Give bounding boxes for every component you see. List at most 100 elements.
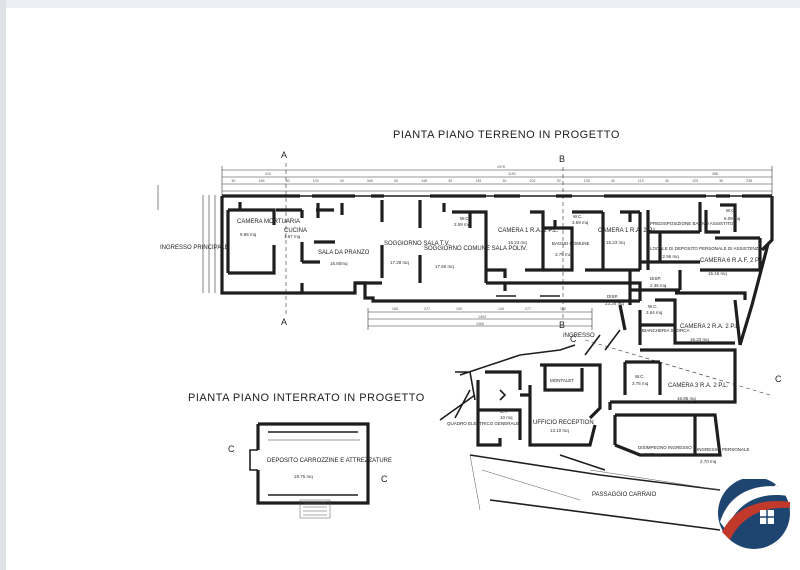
area-disp-2: 23.34 mq bbox=[605, 301, 624, 306]
dim-row3-19: 236 bbox=[746, 179, 752, 183]
room-ct: C.T. bbox=[500, 409, 508, 414]
label-ingresso-principale: INGRESSO PRINCIPALE bbox=[160, 245, 229, 251]
dim-row3-7: 148 bbox=[421, 179, 427, 183]
dim-bottom-1: 277 bbox=[424, 307, 430, 311]
room-soggiorno-comune: SOGGIORNO COMUNE SALA POLIV. bbox=[424, 246, 527, 252]
area-ct: 10 mq bbox=[500, 415, 513, 420]
dim-bottom-2: 100 bbox=[456, 307, 462, 311]
dim-row3-11: 102 bbox=[530, 179, 536, 183]
room-camera-3: CAMERA 3 R.A. 2 P.L. bbox=[668, 383, 729, 389]
room-ufficio: UFFICIO RECEPTION bbox=[533, 420, 594, 426]
dim-bottom-3: 140 bbox=[498, 307, 504, 311]
room-disimpegno: DISIMPEGNO INGRESSO bbox=[638, 445, 692, 450]
dim-bottom-4: 277 bbox=[525, 307, 531, 311]
dim-row3-4: 30 bbox=[340, 179, 344, 183]
area-camera-6: 15.16 mq bbox=[708, 271, 727, 276]
area-camera-2: 16.23 mq bbox=[690, 337, 709, 342]
area-camera-1a: 15.23 mq bbox=[508, 240, 527, 245]
bottom-dimension-lines bbox=[367, 308, 593, 330]
logo-swoosh-white bbox=[720, 486, 788, 530]
room-wc-3: W.C. bbox=[726, 208, 736, 213]
top-dimension-lines bbox=[221, 166, 773, 195]
room-deposito-carrozzine: DEPOSITO CARROZZINE E ATTREZZATURE bbox=[267, 458, 392, 464]
area-ingresso-personale: 2.70 mq bbox=[700, 459, 717, 464]
room-biancheria: BIANCHERIA SPORCA bbox=[642, 328, 690, 333]
room-dispensa: DISP. bbox=[650, 276, 661, 281]
dim-row3-12: 30 bbox=[557, 179, 561, 183]
dim-row3-17: 125 bbox=[692, 179, 698, 183]
house-logo-icon bbox=[718, 467, 790, 549]
dim-top-total: 1976 bbox=[497, 165, 505, 169]
room-ingresso-personale: INGRESSO PERSONALE bbox=[697, 447, 750, 452]
dim-row3-8: 30 bbox=[448, 179, 452, 183]
room-predisposizione: PREDISPOSIZIONE BAGNO ASSISTITO bbox=[650, 221, 734, 226]
left-border bbox=[0, 0, 6, 570]
room-montalet: MONTALET bbox=[550, 378, 574, 383]
area-camera-3: 16.85 mq bbox=[677, 396, 696, 401]
room-wc-5: W.C. bbox=[635, 374, 645, 379]
room-camera-1a: CAMERA 1 R.A. 2 P.L. bbox=[498, 228, 559, 234]
dim-row2-c: 358 bbox=[712, 172, 718, 176]
area-wc-2: 3.59 mq bbox=[572, 220, 589, 225]
area-disimpegno: 6.60 mq bbox=[645, 452, 662, 457]
section-marker-c-basement-left: C bbox=[228, 444, 235, 454]
area-bagno-comune: 3.75 mq bbox=[555, 252, 572, 257]
room-sala-pranzo: SALA DA PRANZO bbox=[318, 250, 370, 256]
dim-row3-14: 30 bbox=[611, 179, 615, 183]
room-cucina: CUCINA bbox=[284, 228, 307, 234]
room-camera-mortuaria: CAMERA MORTUARIA bbox=[237, 219, 300, 225]
room-bagno-comune: BAGNO COMUNE bbox=[552, 241, 590, 246]
room-passaggio-carraio: PASSAGGIO CARRAIO bbox=[592, 492, 657, 498]
section-marker-a-bottom: A bbox=[281, 317, 287, 327]
dim-bottom-5: 100 bbox=[560, 307, 566, 311]
area-ufficio: 13.10 mq bbox=[550, 428, 569, 433]
area-wc-3: 6.09 mq bbox=[724, 216, 741, 221]
room-camera-1b: CAMERA 1 R.A. 2 P.L. bbox=[598, 228, 659, 234]
area-wc-1: 3.59 mq bbox=[454, 222, 471, 227]
section-marker-c-right: C bbox=[775, 374, 782, 384]
dim-row2-b: 1192 bbox=[508, 172, 516, 176]
dim-row3-9: 135 bbox=[475, 179, 481, 183]
ground-floor-walls bbox=[220, 194, 642, 303]
logo-swoosh-red bbox=[722, 500, 790, 540]
dim-bottom-total-2: 1465 bbox=[476, 322, 484, 326]
area-soggiorno-tv: 17.28 mq bbox=[390, 260, 409, 265]
reception-wing-walls bbox=[439, 344, 722, 531]
room-wc-2: W.C. bbox=[573, 214, 583, 219]
dim-row3-10: 30 bbox=[502, 179, 506, 183]
right-wing-walls bbox=[584, 194, 774, 410]
area-deposito-carrozzine: 19.75 mq bbox=[294, 474, 313, 479]
section-marker-b-top: B bbox=[559, 154, 565, 164]
section-marker-c-mid: C bbox=[570, 334, 577, 344]
ramp-hatching bbox=[469, 454, 721, 511]
label-ingresso: INGRESSO bbox=[563, 333, 595, 339]
room-wc-4: W.C. bbox=[648, 304, 658, 309]
area-cucina: 1.67 mq bbox=[284, 234, 301, 239]
top-border bbox=[0, 0, 800, 8]
dim-row3-0: 30 bbox=[231, 179, 235, 183]
dim-bottom-0: 165 bbox=[392, 307, 398, 311]
dim-bottom-total: 1403 bbox=[478, 315, 486, 319]
dim-row2-a: 413 bbox=[265, 172, 271, 176]
room-camera-2: CAMERA 2 R.A. 2 P.L. bbox=[680, 324, 741, 330]
area-wc-5: 3.75 mq bbox=[632, 381, 649, 386]
basement-title: PIANTA PIANO INTERRATO IN PROGETTO bbox=[188, 392, 425, 404]
area-camera-1b: 15.23 mq bbox=[606, 240, 625, 245]
dim-row3-16: 30 bbox=[665, 179, 669, 183]
basement-walls bbox=[249, 422, 370, 519]
logo-roof bbox=[738, 467, 782, 495]
section-marker-c-basement-right: C bbox=[381, 474, 388, 484]
ground-floor-title: PIANTA PIANO TERRENO IN PROGETTO bbox=[393, 129, 620, 141]
room-locale-deposito: LOCALE DI DEPOSITO PERSONALE DI ASSISTEN… bbox=[650, 246, 761, 251]
room-soggiorno-tv: SOGGIORNO SALA T.V. bbox=[384, 241, 450, 247]
area-camera-mortuaria: 9.85 mq bbox=[240, 232, 257, 237]
area-wc-4: 3.64 mq bbox=[646, 310, 663, 315]
left-dimension-lines bbox=[157, 185, 216, 293]
dim-row3-18: 30 bbox=[719, 179, 723, 183]
dim-row3-15: 113 bbox=[638, 179, 644, 183]
dim-row3-6: 30 bbox=[394, 179, 398, 183]
room-wc-1: W.C. bbox=[460, 216, 470, 221]
dim-row3-5: 340 bbox=[367, 179, 373, 183]
dim-row3-2: 30 bbox=[286, 179, 290, 183]
